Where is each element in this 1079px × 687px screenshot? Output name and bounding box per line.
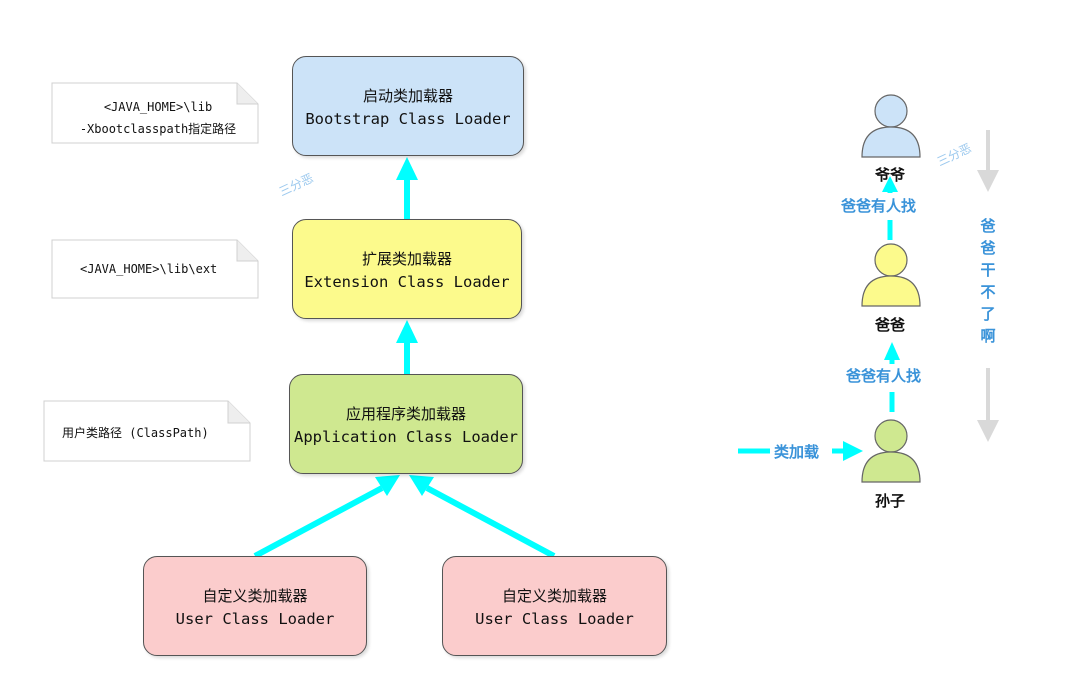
application-path-note: 用户类路径 (ClassPath) <box>62 424 209 441</box>
grandson-label: 孙子 <box>875 492 906 510</box>
user-class-loader-node-2: 自定义类加载器 User Class Loader <box>442 556 667 656</box>
ask-father-label: 爸爸有人找 <box>844 365 924 386</box>
ask-grandpa-label: 爸爸有人找 <box>839 195 919 216</box>
extension-en-label: Extension Class Loader <box>304 272 510 291</box>
user2-en-label: User Class Loader <box>475 609 634 628</box>
note-shape-bootstrap <box>51 82 259 144</box>
arrow-extension-to-bootstrap <box>396 157 418 219</box>
arrow-grandson-to-father <box>884 342 900 412</box>
arrow-class-load <box>738 441 863 461</box>
note-shape-application <box>43 400 251 462</box>
grey-arrow-top <box>977 130 999 192</box>
father-cannot-handle-text: 爸爸干不了啊 <box>980 217 996 345</box>
extension-path-text: <JAVA_HOME>\lib\ext <box>80 262 218 276</box>
bootstrap-class-loader-node: 启动类加载器 Bootstrap Class Loader <box>292 56 524 156</box>
arrow-user2-to-application <box>409 475 556 559</box>
father-label: 爸爸 <box>875 316 906 334</box>
bootstrap-path-note: <JAVA_HOME>\lib -Xbootclasspath指定路径 <box>62 96 254 140</box>
user1-zh-label: 自定义类加载器 <box>202 586 308 605</box>
grey-arrow-bottom <box>977 368 999 442</box>
bootstrap-en-label: Bootstrap Class Loader <box>305 109 511 128</box>
arrow-application-to-extension <box>396 320 418 374</box>
arrow-father-to-grandpa <box>882 176 898 240</box>
application-path-text: 用户类路径 (ClassPath) <box>62 426 209 440</box>
arrow-user1-to-application <box>253 475 400 559</box>
extension-class-loader-node: 扩展类加载器 Extension Class Loader <box>292 219 522 319</box>
user2-zh-label: 自定义类加载器 <box>501 586 607 605</box>
application-class-loader-node: 应用程序类加载器 Application Class Loader <box>289 374 523 474</box>
grandpa-label: 爷爷 <box>875 166 906 184</box>
grandson-person-icon <box>861 419 921 483</box>
father-person-icon <box>861 243 921 307</box>
class-load-label: 类加载 <box>772 441 822 462</box>
application-en-label: Application Class Loader <box>294 427 518 446</box>
bootstrap-path-line1: <JAVA_HOME>\lib <box>103 100 213 114</box>
user1-en-label: User Class Loader <box>175 609 335 628</box>
note-shape-extension <box>51 239 259 299</box>
extension-path-note: <JAVA_HOME>\lib\ext <box>80 262 217 276</box>
application-zh-label: 应用程序类加载器 <box>345 404 466 423</box>
grandpa-person-icon <box>861 94 921 158</box>
bootstrap-path-line2: -Xbootclasspath指定路径 <box>79 122 237 136</box>
bootstrap-zh-label: 启动类加载器 <box>362 86 453 105</box>
user-class-loader-node-1: 自定义类加载器 User Class Loader <box>143 556 367 656</box>
extension-zh-label: 扩展类加载器 <box>361 249 452 268</box>
